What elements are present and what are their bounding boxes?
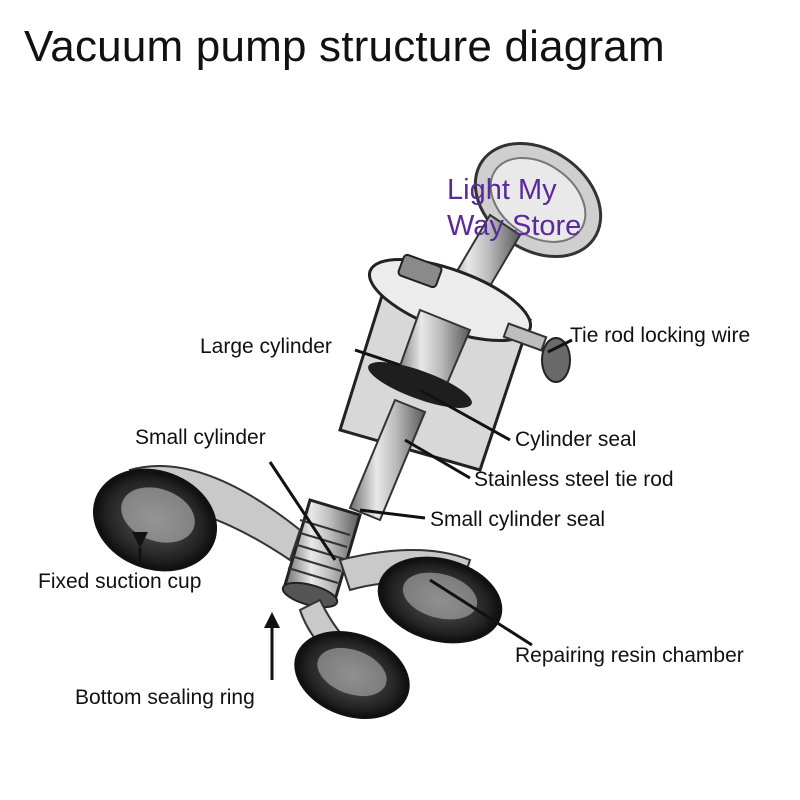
tie-rod xyxy=(348,398,427,522)
label-small-cylinder: Small cylinder xyxy=(135,426,266,449)
label-bottom-sealing-ring: Bottom sealing ring xyxy=(75,686,255,709)
store-watermark: Light My Way Store xyxy=(447,172,581,244)
label-large-cylinder: Large cylinder xyxy=(200,335,332,358)
diagram-title: Vacuum pump structure diagram xyxy=(24,22,665,71)
locking-knob xyxy=(502,322,571,383)
leader-lines xyxy=(268,338,573,647)
arrow-fixed-suction-cup xyxy=(132,532,148,548)
label-stainless-steel-tie-rod: Stainless steel tie rod xyxy=(474,468,674,491)
leader-arrows xyxy=(132,532,280,680)
arrow-bottom-sealing-ring xyxy=(264,612,280,628)
watermark-line-2: Way Store xyxy=(447,210,582,242)
fixed-suction-cup-left xyxy=(92,468,218,572)
suction-cup-bottom xyxy=(294,630,410,720)
label-fixed-suction-cup: Fixed suction cup xyxy=(38,570,202,593)
label-repairing-resin-chamber: Repairing resin chamber xyxy=(515,644,744,667)
small-cylinder-body xyxy=(281,498,362,609)
watermark-line-1: Light My xyxy=(447,174,557,206)
label-cylinder-seal: Cylinder seal xyxy=(515,428,637,451)
label-tie-rod-locking-wire: Tie rod locking wire xyxy=(570,324,751,347)
label-small-cylinder-seal: Small cylinder seal xyxy=(430,508,606,531)
suction-cup-right xyxy=(377,556,503,644)
